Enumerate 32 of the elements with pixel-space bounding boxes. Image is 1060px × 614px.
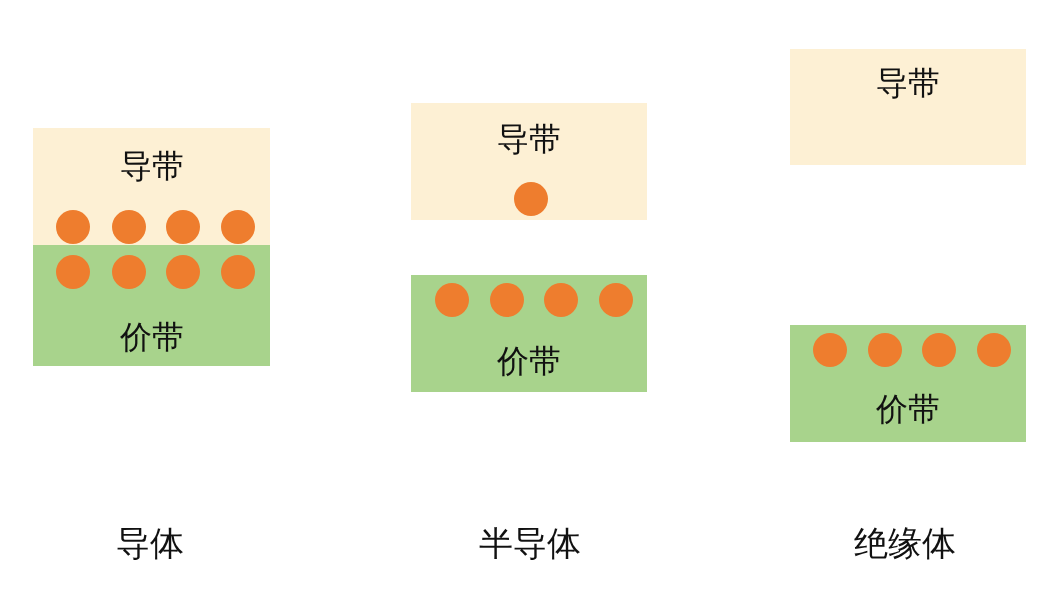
band-label: 导带 <box>496 119 562 159</box>
electron-circle <box>166 210 200 244</box>
valence-band <box>33 245 270 366</box>
electron-circle <box>544 283 578 317</box>
electron-circle <box>56 210 90 244</box>
valence-band <box>790 325 1026 442</box>
electron-circle <box>868 333 902 367</box>
band-label: 价带 <box>496 341 562 381</box>
valence-band <box>411 275 647 392</box>
electron-circle <box>599 283 633 317</box>
material-label: 绝缘体 <box>854 522 956 564</box>
electron-circle <box>166 255 200 289</box>
electron-circle <box>922 333 956 367</box>
band-label: 导带 <box>875 63 941 103</box>
electron-circle <box>435 283 469 317</box>
electron-circle <box>56 255 90 289</box>
electron-circle <box>221 255 255 289</box>
band-label: 导带 <box>118 146 185 186</box>
electron-circle <box>813 333 847 367</box>
conduction-band <box>33 128 270 245</box>
material-label: 半导体 <box>479 522 581 564</box>
electron-circle <box>514 182 548 216</box>
band-label: 价带 <box>118 317 185 357</box>
electron-circle <box>221 210 255 244</box>
electron-circle <box>112 255 146 289</box>
electron-circle <box>112 210 146 244</box>
electron-circle <box>977 333 1011 367</box>
band-label: 价带 <box>875 389 941 429</box>
conduction-band <box>411 103 647 220</box>
electron-circle <box>490 283 524 317</box>
conduction-band <box>790 49 1026 165</box>
material-label: 导体 <box>116 522 184 564</box>
